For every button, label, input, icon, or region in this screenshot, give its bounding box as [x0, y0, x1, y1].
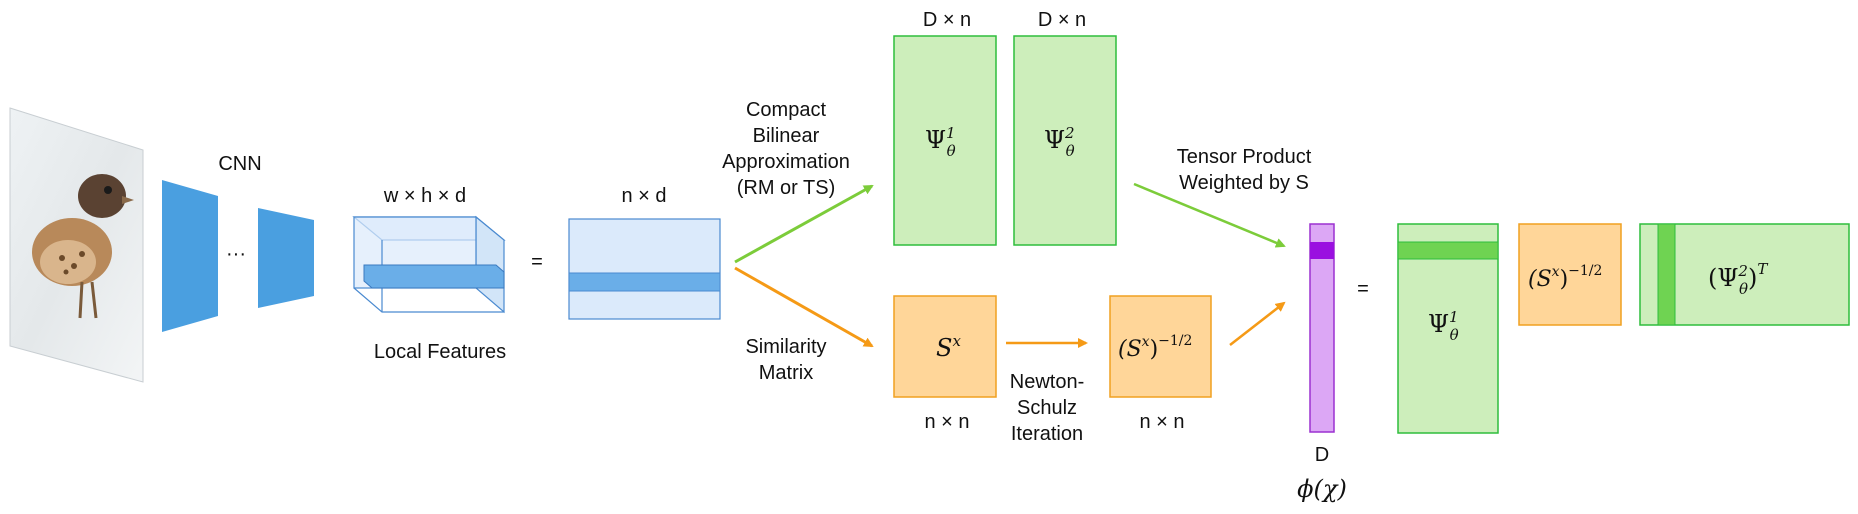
svg-text:Approximation: Approximation — [722, 151, 850, 173]
upper-branch-label: Compact Bilinear Approximation (RM or TS… — [722, 99, 850, 199]
sx-inv-to-phi-arrow — [1229, 301, 1286, 346]
svg-text:Ψ1θ: Ψ1θ — [1428, 308, 1459, 344]
cnn-trapezoid-1 — [162, 180, 218, 332]
svg-text:(Sx)−1/2: (Sx)−1/2 — [1118, 333, 1192, 362]
phi-band — [1310, 242, 1334, 259]
svg-text:Ψ1θ: Ψ1θ — [925, 124, 956, 160]
reshaped-row-band — [568, 272, 721, 292]
svg-text:Newton-: Newton- — [1010, 371, 1084, 393]
local-features-caption: Local Features — [374, 341, 506, 363]
svg-text:Weighted by S: Weighted by S — [1179, 172, 1309, 194]
svg-text:Sx: Sx — [936, 332, 961, 362]
sx-inv-block: (Sx)−1/2 n × n — [1109, 295, 1212, 433]
psi2-dims: D × n — [1038, 9, 1086, 31]
tensor-arrow — [1133, 182, 1286, 248]
sx-block: Sx n × n — [893, 295, 997, 433]
lower-branch-arrow — [734, 266, 874, 348]
equals-sign-2: = — [1357, 278, 1369, 300]
svg-text:Ψ2θ: Ψ2θ — [1044, 124, 1075, 160]
newton-label: Newton- Schulz Iteration — [1010, 371, 1084, 445]
svg-text:Matrix: Matrix — [759, 362, 813, 384]
svg-text:(RM or TS): (RM or TS) — [737, 177, 836, 199]
svg-text:(Ψ2θ)T: (Ψ2θ)T — [1708, 260, 1768, 298]
tensor-label: Tensor Product Weighted by S — [1177, 146, 1312, 194]
cnn-ellipsis: ··· — [226, 243, 246, 265]
svg-text:Tensor Product: Tensor Product — [1177, 146, 1312, 168]
input-image — [9, 107, 144, 383]
upper-branch-arrow — [734, 184, 874, 264]
local-features-cuboid: w × h × d Local Features — [352, 185, 506, 363]
cnn-block: CNN ··· — [162, 153, 314, 332]
rhs-psi1-band — [1397, 241, 1499, 260]
psi1-dims: D × n — [923, 9, 971, 31]
lower-branch-label: Similarity Matrix — [745, 336, 826, 384]
cnn-label: CNN — [218, 153, 261, 175]
svg-text:Compact: Compact — [746, 99, 826, 121]
feature-slice — [363, 264, 505, 289]
phi-vector: D ϕ(χ) — [1297, 223, 1347, 503]
bird-photo-icon — [32, 174, 134, 319]
svg-text:Iteration: Iteration — [1011, 423, 1083, 445]
phi-name: ϕ(χ) — [1297, 475, 1347, 503]
svg-text:Similarity: Similarity — [745, 336, 826, 358]
sx-inv-dims: n × n — [1139, 411, 1184, 433]
equals-sign-1: = — [531, 251, 543, 273]
rhs-sx-inv-block: (Sx)−1/2 — [1518, 223, 1622, 326]
sx-dims: n × n — [924, 411, 969, 433]
reshaped-dims: n × d — [621, 185, 666, 207]
svg-text:Bilinear: Bilinear — [753, 125, 820, 147]
phi-dims: D — [1315, 444, 1329, 466]
svg-text:(Sx)−1/2: (Sx)−1/2 — [1528, 263, 1602, 292]
rhs-psi2T-band — [1657, 223, 1676, 326]
reshaped-matrix: n × d — [568, 185, 721, 320]
cnn-trapezoid-2 — [258, 208, 314, 308]
local-features-dims: w × h × d — [383, 185, 466, 207]
svg-text:Schulz: Schulz — [1017, 397, 1077, 419]
